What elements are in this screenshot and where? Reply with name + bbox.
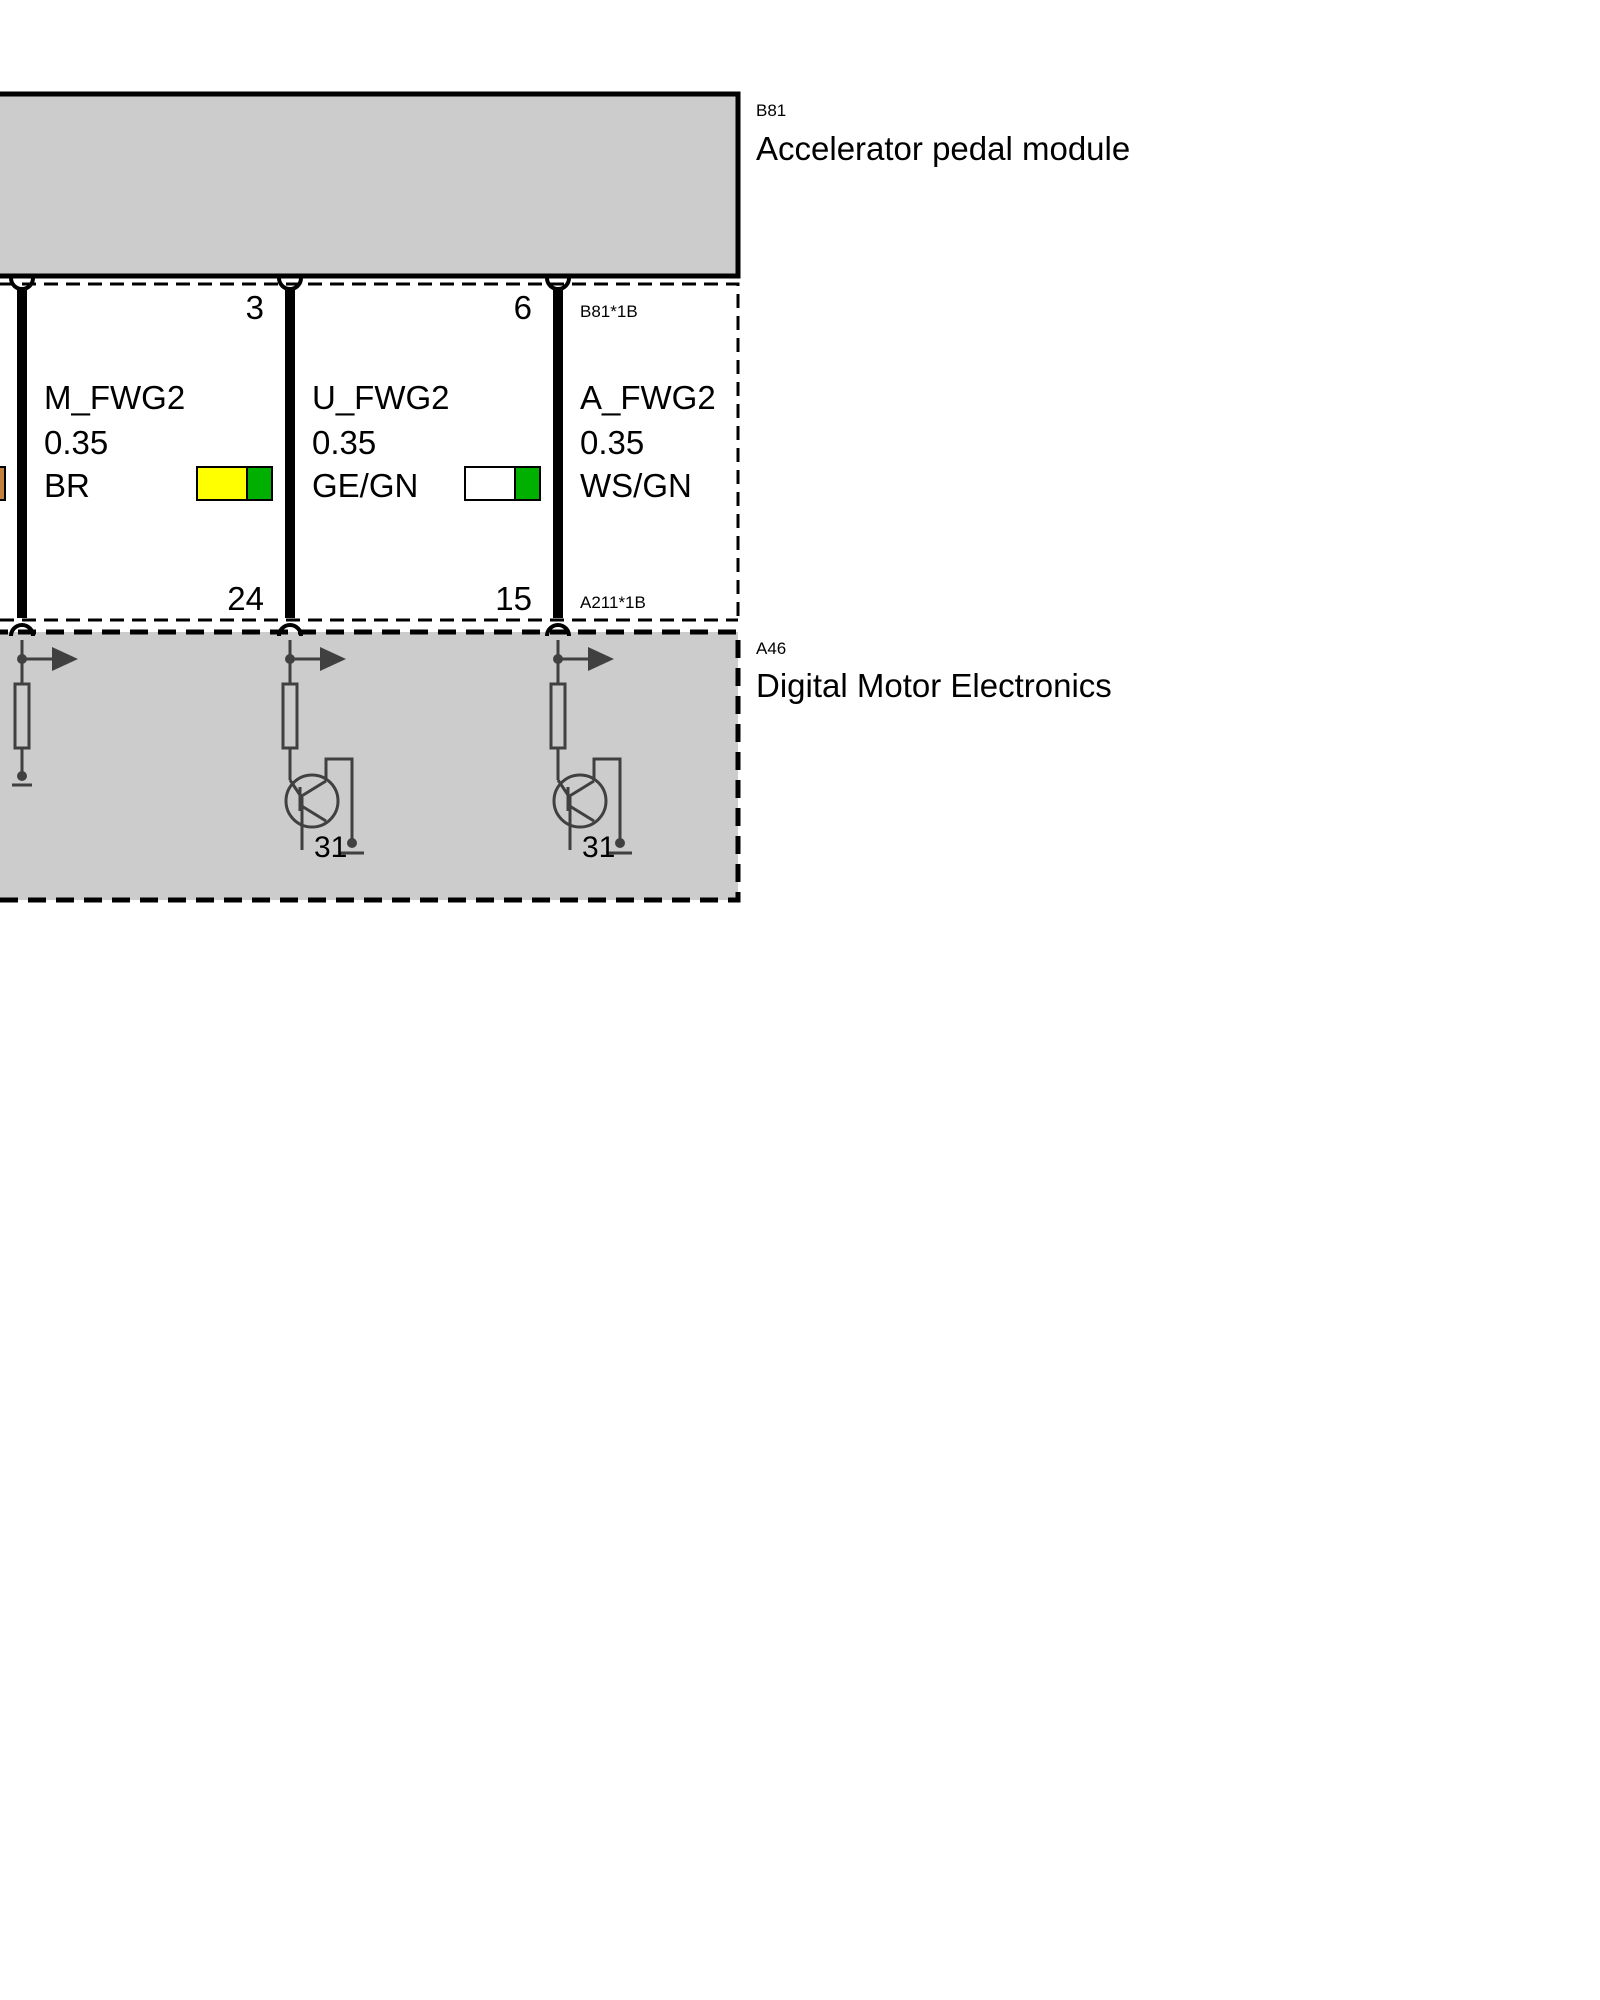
wire-2-swatch-primary xyxy=(464,466,516,501)
wire-3-ground-dot xyxy=(615,838,625,848)
wire-3-top-hook xyxy=(545,277,571,291)
edge-swatch-partial xyxy=(0,466,6,501)
wire-1-top-hook xyxy=(9,277,35,291)
b81-module-box xyxy=(0,91,741,279)
wire-3-signal: A_FWG2 xyxy=(580,379,716,416)
wire-2-ground-terminal: 31 xyxy=(314,831,347,864)
wire-2-gauge: 0.35 xyxy=(312,424,376,461)
wire-2-pin-bottom: 15 xyxy=(495,580,532,617)
wire-3-transistor-base xyxy=(556,779,570,796)
b81-code: B81 xyxy=(756,101,786,120)
wire-3-bottom-hook xyxy=(545,623,571,637)
a46-name: Digital Motor Electronics xyxy=(756,667,1112,704)
a46-module-box xyxy=(0,629,741,903)
output-arrow-icon xyxy=(588,647,614,671)
wire-1-signal: M_FWG2 xyxy=(44,379,185,416)
wire-3-ground-terminal: 31 xyxy=(582,831,615,864)
wire-1-pin-bottom: 24 xyxy=(227,580,264,617)
wire-1-swatch-secondary xyxy=(246,466,273,501)
wire-1-color: BR xyxy=(44,467,90,504)
wire-3-transistor-emitter xyxy=(567,803,595,823)
wire-2-ground-dot xyxy=(347,838,357,848)
wire-3-transistor-collector xyxy=(567,779,595,799)
wire-3-collector-wire xyxy=(592,757,622,843)
wire-2-collector-wire xyxy=(324,757,354,843)
output-arrow-icon xyxy=(52,647,78,671)
wire-2-top-hook xyxy=(277,277,303,291)
wire-2-transistor-emitter xyxy=(299,803,327,823)
output-arrow-icon xyxy=(320,647,346,671)
wire-2-color: GE/GN xyxy=(312,467,418,504)
wire-1-gauge: 0.35 xyxy=(44,424,108,461)
top-connector-label: B81*1B xyxy=(580,302,638,321)
wire-2-pin-top: 6 xyxy=(514,289,532,326)
wire-2-transistor-collector xyxy=(299,779,327,799)
transistor-icon xyxy=(552,773,608,829)
a46-code: A46 xyxy=(756,639,786,658)
top-connector-outline xyxy=(0,282,740,620)
wire-1-pin-top: 3 xyxy=(246,289,264,326)
bottom-connector-label: A211*1B xyxy=(580,593,646,612)
wire-2-bottom-hook xyxy=(277,623,303,637)
wire-1-swatch-primary xyxy=(196,466,248,501)
wire-3-color: WS/GN xyxy=(580,467,692,504)
wire-2-swatch-secondary xyxy=(514,466,541,501)
wire-3-gauge: 0.35 xyxy=(580,424,644,461)
transistor-icon xyxy=(284,773,340,829)
wire-1-ground-dot xyxy=(17,771,27,781)
wire-1-bottom-hook xyxy=(9,623,35,637)
b81-name: Accelerator pedal module xyxy=(756,130,1130,167)
wire-2-signal: U_FWG2 xyxy=(312,379,450,416)
wire-2-transistor-base xyxy=(288,779,302,796)
